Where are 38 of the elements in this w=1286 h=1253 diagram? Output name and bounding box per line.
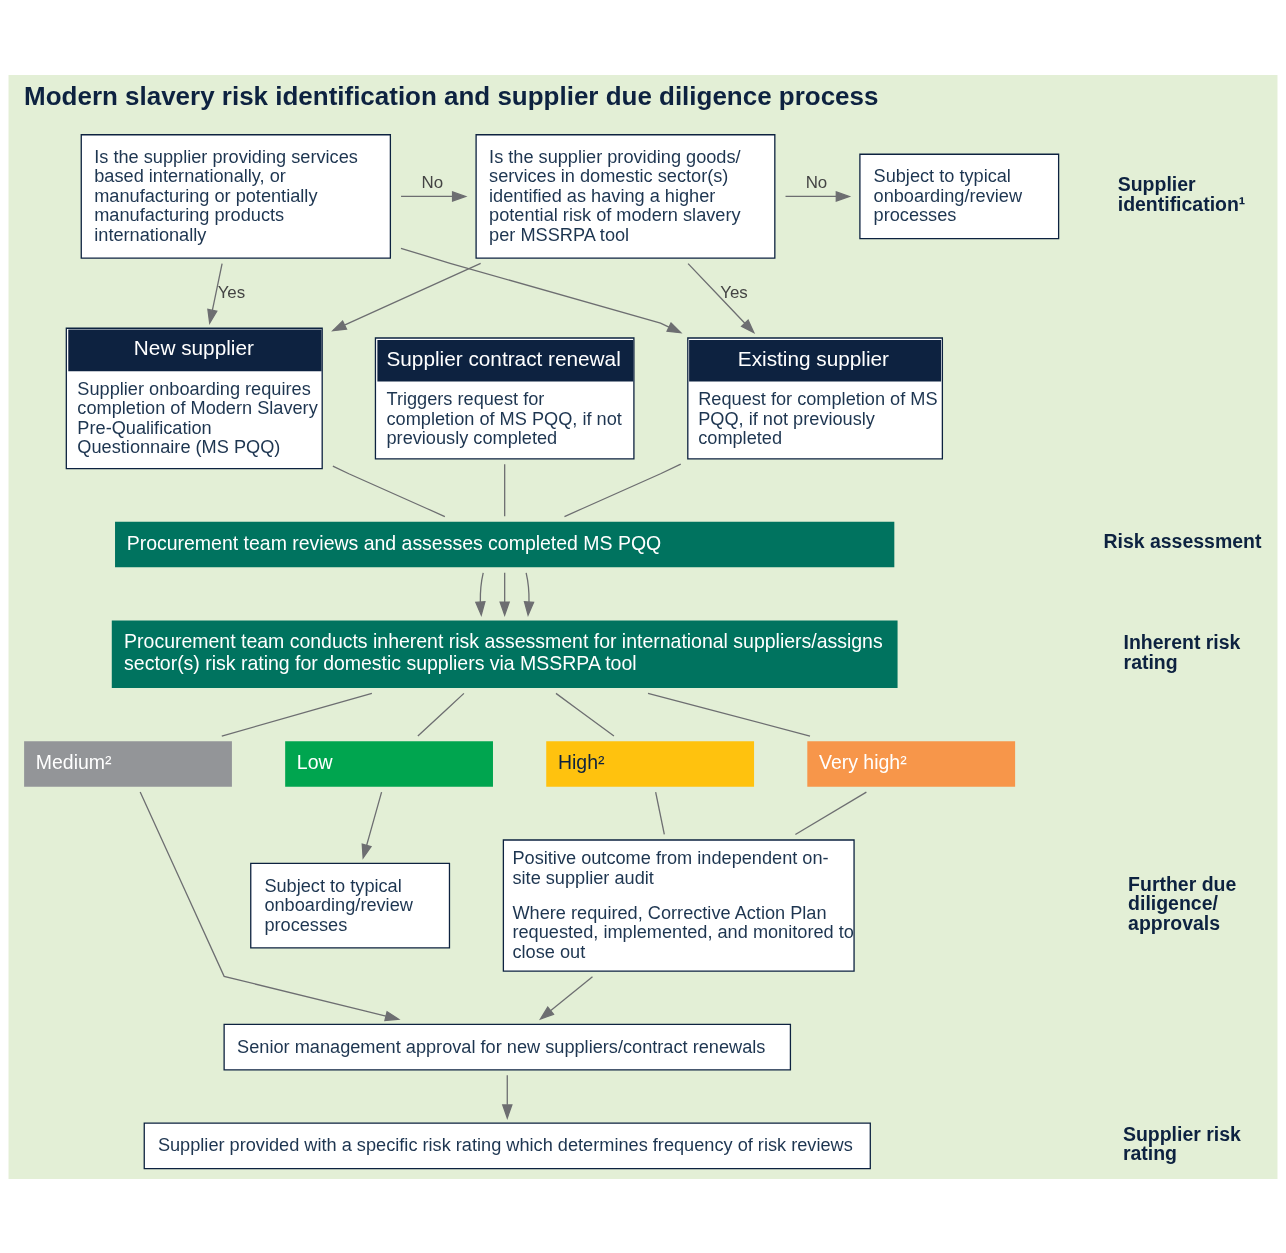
node-box: High²: [546, 740, 755, 787]
connector: [563, 462, 682, 517]
arrow: [139, 790, 401, 1021]
arrow: [539, 975, 594, 1020]
label: Inherent risk rating: [1123, 630, 1241, 673]
node-box: Very high²: [807, 740, 1016, 787]
connector: [647, 692, 811, 737]
arrow: [474, 571, 486, 617]
arrow: [361, 790, 383, 860]
label: Supplier risk rating: [1122, 1122, 1241, 1164]
connector: [504, 463, 506, 517]
connector: [794, 790, 868, 835]
edge-label: Yes: [217, 282, 246, 302]
edge-label: No: [805, 172, 828, 192]
connector: [417, 692, 465, 737]
edge-label: Yes: [720, 282, 748, 302]
node-box: Procurement team reviews and assesses completed MS PQQ: [115, 521, 895, 567]
connector: [655, 790, 665, 835]
node-box: Low: [285, 740, 493, 787]
arrow: [501, 1074, 513, 1120]
arrow: [400, 247, 683, 334]
node-box: Medium²: [24, 740, 232, 787]
arrow: [400, 190, 468, 202]
arrow: [499, 571, 511, 617]
connector: [332, 464, 446, 517]
arrow: [207, 262, 223, 325]
arrow: [523, 571, 535, 617]
label: Supplier identification¹: [1117, 172, 1246, 215]
label: Risk assessment: [1103, 529, 1262, 552]
edge-label: No: [421, 172, 444, 192]
arrow: [331, 262, 482, 332]
connector: [555, 692, 615, 737]
arrow: [687, 262, 756, 334]
label: Further due diligence/ approvals: [1128, 872, 1237, 934]
connector: [221, 692, 373, 737]
arrow: [784, 190, 852, 202]
node-box: Procurement team conducts inherent risk assessment for international suppliers/assigns sector(s) risk rating for domestic suppliers via MSSRPA tool: [111, 620, 898, 688]
diagram-title: Modern slavery risk identification and supplier due diligence process: [24, 80, 879, 111]
